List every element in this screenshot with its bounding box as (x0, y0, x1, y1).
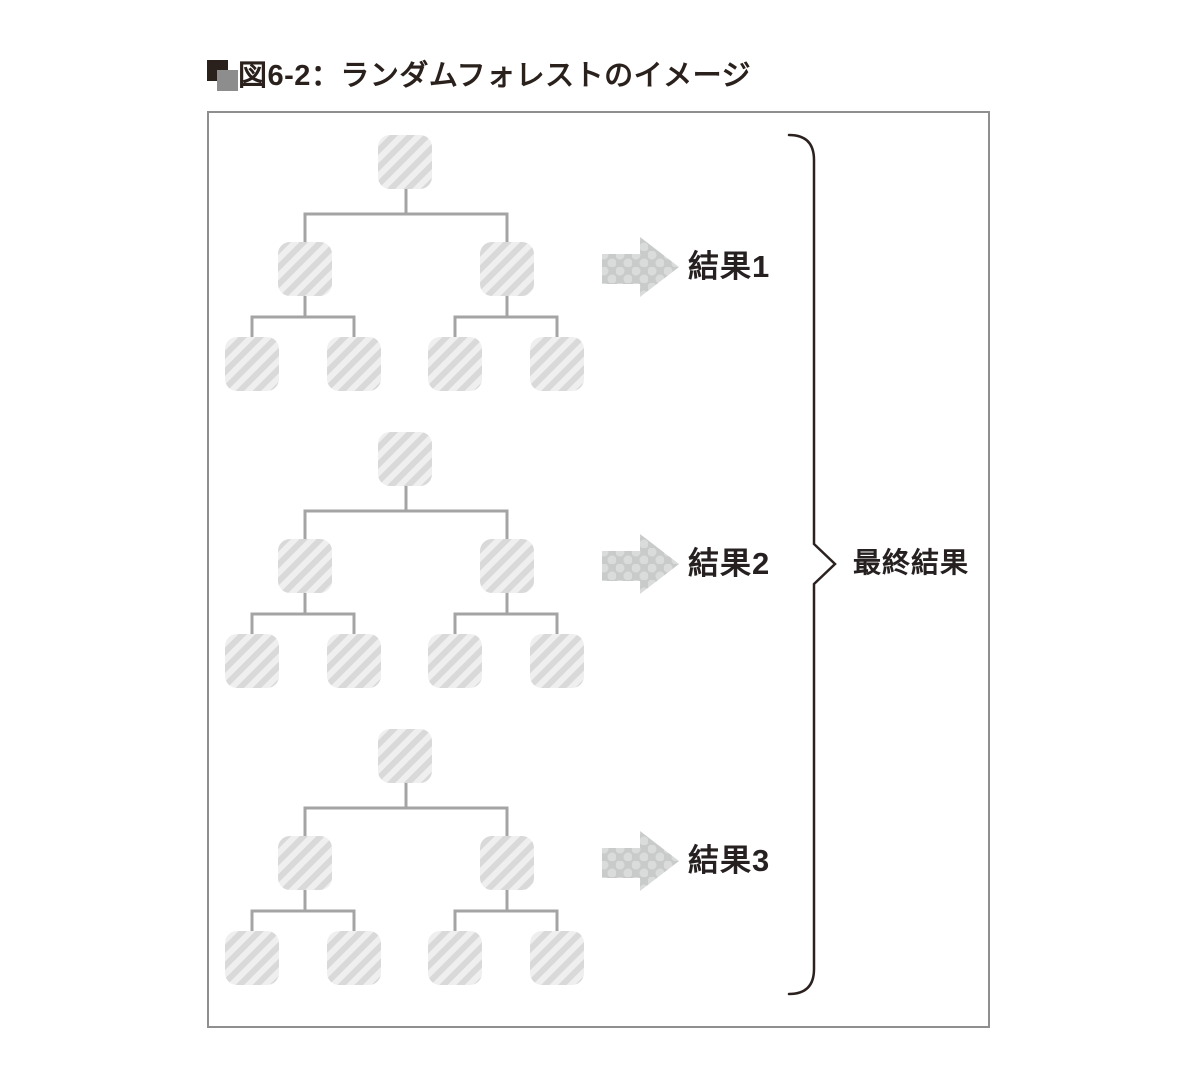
decision-tree-2 (225, 432, 584, 688)
result-label-2: 結果2 (688, 546, 771, 581)
decision-tree-1 (225, 135, 584, 391)
figure-frame: 結果1 結果2 結果3 最終結果 (207, 111, 990, 1028)
decision-tree-3 (225, 729, 584, 985)
right-arrow-icon (602, 831, 679, 891)
result-label-1: 結果1 (688, 249, 771, 284)
figure-title: 図6-2：ランダムフォレストのイメージ (238, 60, 752, 92)
result-label-3: 結果3 (688, 843, 771, 878)
caption-bullet-gray-square-icon (217, 70, 238, 91)
final-result-label: 最終結果 (853, 547, 970, 578)
right-arrow-icon (602, 534, 679, 594)
grouping-brace (787, 133, 837, 996)
right-arrow-icon (602, 237, 679, 297)
